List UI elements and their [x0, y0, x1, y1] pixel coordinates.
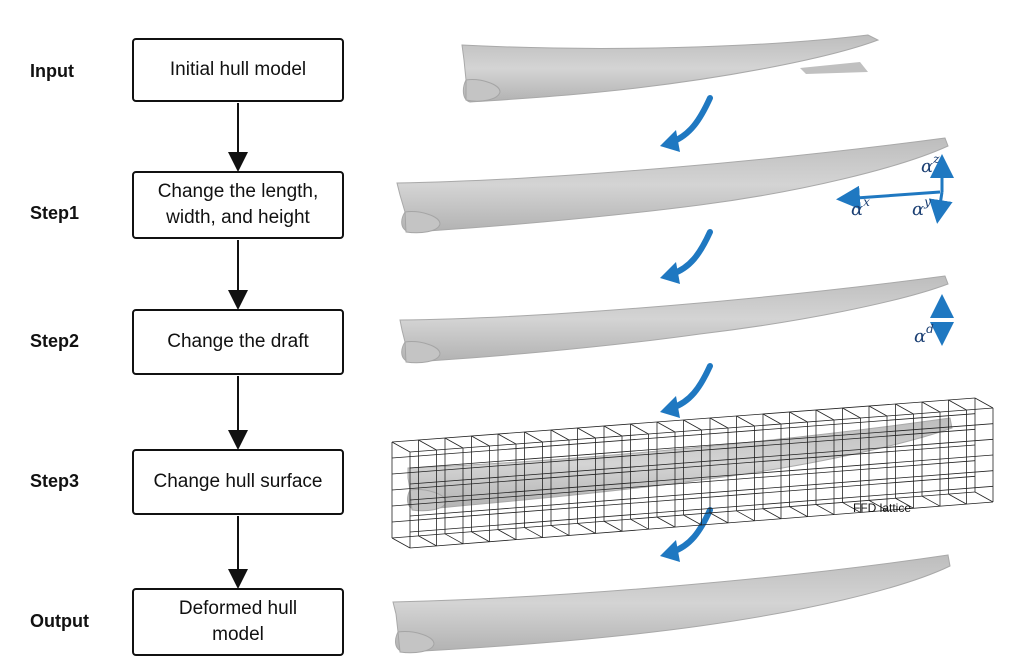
lattice-line	[409, 485, 994, 533]
curved-arrow-2	[669, 229, 713, 277]
lattice-line	[842, 407, 861, 419]
hull-step2	[399, 275, 949, 364]
alpha-d-label: αd	[914, 322, 934, 347]
lattice-line	[921, 495, 941, 507]
ffd-lattice-label: FFD lattice	[853, 501, 911, 515]
lattice-line	[577, 523, 596, 534]
lattice-line	[391, 475, 976, 523]
lattice-line	[789, 506, 808, 517]
flow-box-change-surface: Change hull surface	[132, 449, 344, 515]
flow-box-change-dimensions: Change the length, width, and height	[132, 171, 344, 239]
scaling-axes	[836, 154, 954, 224]
lattice-line	[603, 520, 623, 532]
flow-box-deformed-hull: Deformed hull model	[132, 588, 344, 656]
lattice-line	[409, 423, 994, 469]
lattice-line	[409, 407, 994, 453]
lattice-line	[709, 417, 729, 429]
lattice-line	[656, 516, 676, 528]
lattice-line	[789, 411, 808, 423]
lattice-line	[418, 535, 437, 547]
lattice-line	[683, 514, 702, 526]
hull-initial	[461, 34, 880, 103]
lattice-line	[471, 435, 490, 447]
lattice-line	[948, 493, 967, 505]
curved-arrow-4	[669, 507, 713, 555]
lattice-line	[974, 397, 994, 409]
lattice-line	[391, 441, 411, 453]
hull-output	[392, 554, 951, 654]
hull-step1	[396, 137, 949, 234]
step-label-step2: Step2	[30, 331, 80, 351]
lattice-line	[418, 439, 437, 451]
lattice-line	[497, 433, 517, 445]
lattice-line	[391, 491, 976, 539]
curved-arrow-3	[669, 363, 713, 411]
lattice-line	[683, 419, 702, 431]
lattice-line	[409, 470, 994, 517]
lattice-line	[895, 497, 914, 509]
lattice-line	[630, 518, 649, 530]
curved-arrow-1	[669, 95, 713, 145]
lattice-line	[444, 533, 464, 545]
step-label-step3: Step3	[30, 471, 80, 491]
lattice-line	[391, 397, 976, 443]
lattice-line	[815, 409, 835, 421]
lattice-line	[550, 429, 570, 441]
lattice-line	[409, 454, 994, 501]
alpha-y-label: αy	[912, 195, 931, 220]
lattice-line	[391, 460, 976, 507]
lattice-line	[630, 423, 649, 435]
lattice-line	[409, 501, 994, 549]
lattice-line	[709, 512, 729, 524]
lattice-line	[762, 413, 782, 425]
transition-arrow-heads	[660, 130, 680, 562]
lattice-line	[550, 525, 570, 536]
lattice-line	[391, 413, 976, 459]
axis-y-arrow	[928, 191, 953, 224]
lattice-line	[471, 531, 490, 543]
lattice-line	[736, 415, 755, 427]
lattice-line	[444, 437, 464, 449]
lattice-line	[868, 500, 888, 511]
lattice-line	[497, 529, 517, 540]
lattice-line	[868, 405, 888, 417]
step-label-input: Input	[30, 61, 74, 81]
lattice-line	[391, 444, 976, 491]
alpha-z-label: αz	[921, 152, 940, 177]
lattice-line	[921, 401, 941, 413]
lattice-line	[391, 428, 976, 475]
lattice-line	[391, 537, 411, 549]
alpha-x-label: αx	[851, 195, 870, 220]
lattice-line	[948, 399, 967, 411]
lattice-line	[524, 431, 543, 443]
axis-x-arrow	[836, 185, 941, 210]
ffd-lattice	[391, 397, 994, 549]
lattice-line	[974, 491, 994, 503]
lattice-line	[736, 510, 755, 522]
lattice-line	[409, 438, 994, 485]
lattice-line	[842, 502, 861, 513]
lattice-line	[577, 427, 596, 439]
lattice-line	[524, 527, 543, 538]
step-label-step1: Step1	[30, 203, 80, 223]
step-label-output: Output	[30, 611, 89, 631]
lattice-line	[762, 508, 782, 520]
lattice-line	[656, 421, 676, 433]
flow-box-change-draft: Change the draft	[132, 309, 344, 375]
flow-box-initial-hull-model: Initial hull model	[132, 38, 344, 102]
lattice-line	[815, 504, 835, 515]
lattice-line	[603, 425, 623, 437]
lattice-line	[895, 403, 914, 415]
